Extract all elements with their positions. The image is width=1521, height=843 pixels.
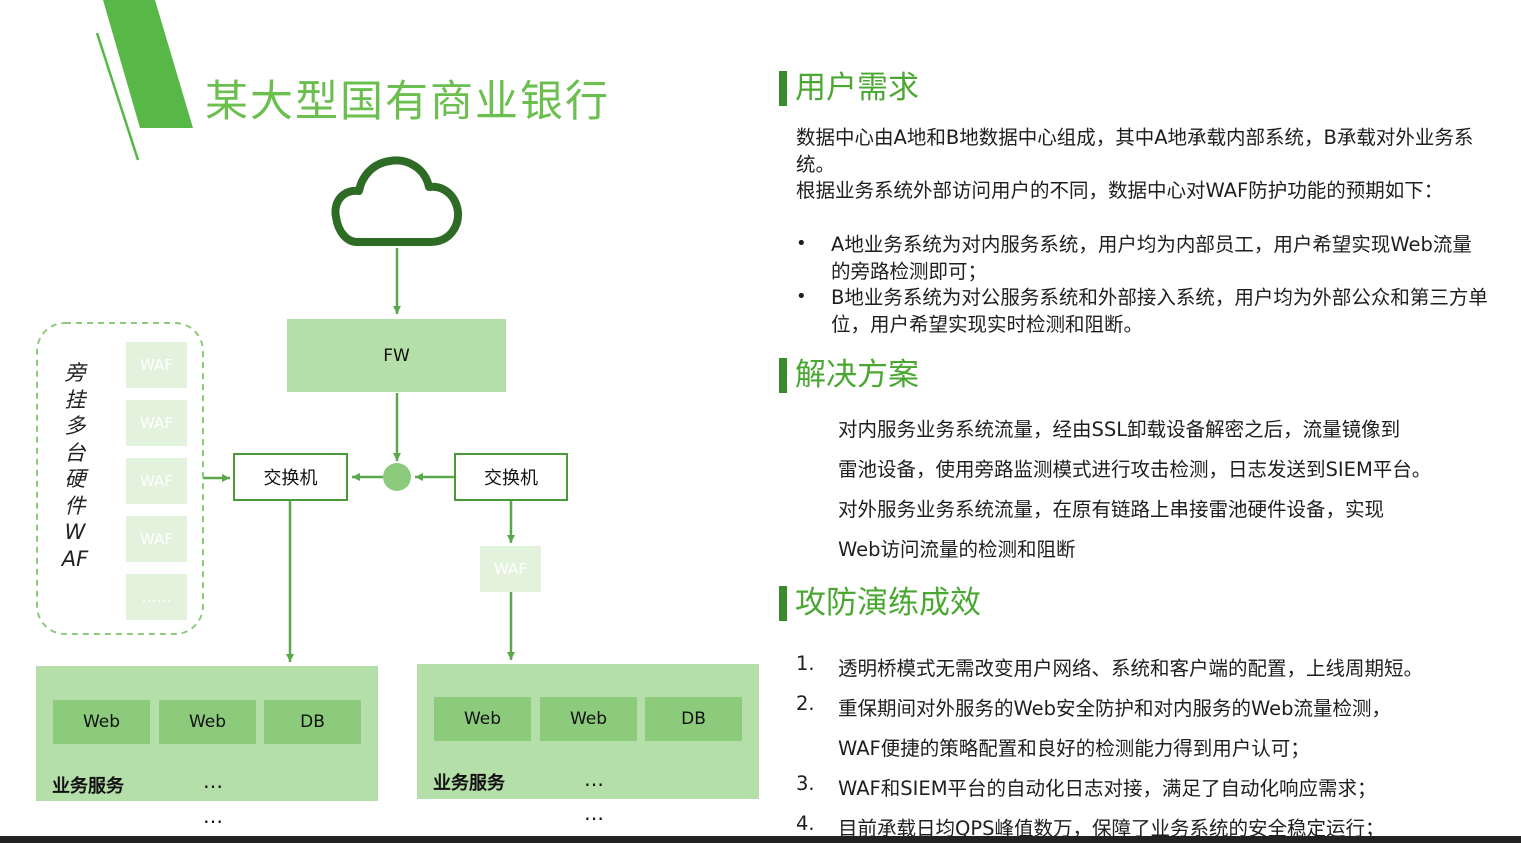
- requirements-para-1: 数据中心由A地和B地数据中心组成，其中A地承载内部系统，B承载对外业务系统。: [796, 126, 1474, 176]
- side-waf-item: WAF: [126, 458, 187, 504]
- left-db-node: DB: [264, 700, 361, 744]
- solution-line: Web访问流量的检测和阻断: [838, 538, 1076, 561]
- result-text: WAF和SIEM平台的自动化日志对接，满足了自动化响应需求；: [838, 777, 1377, 800]
- side-waf-label: 旁挂多台硬件WAF: [61, 361, 89, 571]
- result-number: 3.: [796, 772, 815, 795]
- side-waf-container: [36, 322, 204, 635]
- solution-heading: 解决方案: [795, 357, 919, 393]
- bottom-edge-strip: [0, 836, 1521, 843]
- requirements-heading-bar: [779, 71, 787, 106]
- result-text: 透明桥模式无需改变用户网络、系统和客户端的配置，上线周期短。: [838, 657, 1424, 680]
- left-service-dots: …: [203, 769, 226, 793]
- result-number: 1.: [796, 652, 815, 675]
- left-switch: 交换机: [233, 453, 348, 501]
- inline-waf: WAF: [480, 546, 541, 592]
- cloud-icon: [331, 156, 463, 246]
- solution-line: 对外服务业务系统流量，在原有链路上串接雷池硬件设备，实现: [838, 498, 1385, 521]
- solution-line: 雷池设备，使用旁路监测模式进行攻击检测，日志发送到SIEM平台。: [838, 458, 1432, 481]
- bullet-dot: •: [796, 286, 807, 307]
- right-switch: 交换机: [454, 453, 568, 501]
- right-service-label: 业务服务: [433, 773, 505, 794]
- requirements-bullet-1: A地业务系统为对内服务系统，用户均为内部员工，用户希望实现Web流量的旁路检测即…: [831, 233, 1472, 283]
- left-web-node: Web: [53, 700, 150, 744]
- results-heading-bar: [779, 586, 787, 621]
- slanted-green-line: [95, 32, 140, 161]
- result-text: 重保期间对外服务的Web安全防护和对内服务的Web流量检测，: [838, 697, 1392, 720]
- left-web-node: Web: [159, 700, 256, 744]
- solution-heading-bar: [779, 358, 787, 393]
- requirements-heading: 用户需求: [795, 70, 919, 106]
- left-service-label: 业务服务: [52, 776, 124, 797]
- solution-line: 对内服务业务系统流量，经由SSL卸载设备解密之后，流量镜像到: [838, 418, 1401, 441]
- slanted-green-bar: [103, 0, 193, 128]
- bullet-dot: •: [796, 233, 807, 254]
- result-text: 目前承载日均QPS峰值数万，保障了业务系统的安全稳定运行；: [838, 817, 1385, 840]
- page-title: 某大型国有商业银行: [205, 77, 610, 127]
- right-web-node: Web: [540, 697, 637, 741]
- right-service-dots: …: [584, 767, 607, 791]
- result-number: 2.: [796, 692, 815, 715]
- side-waf-item: WAF: [126, 400, 187, 446]
- firewall-box: FW: [287, 319, 506, 392]
- requirements-para-2: 根据业务系统外部访问用户的不同，数据中心对WAF防护功能的预期如下：: [796, 179, 1444, 202]
- result-text: WAF便捷的策略配置和良好的检测能力得到用户认可；: [838, 737, 1310, 760]
- right-db-node: DB: [645, 697, 742, 741]
- side-waf-item: WAF: [126, 516, 187, 562]
- diagram-connectors: [36, 156, 515, 662]
- requirements-bullet-2: B地业务系统为对公服务系统和外部接入系统，用户均为外部公众和第三方单位，用户希望…: [831, 286, 1488, 336]
- left-below-dots: …: [203, 804, 226, 828]
- side-waf-item: WAF: [126, 342, 187, 388]
- right-web-node: Web: [434, 697, 531, 741]
- right-below-dots: …: [584, 801, 607, 825]
- junction-node: [383, 463, 411, 491]
- side-waf-item: ……: [126, 574, 187, 620]
- result-number: 4.: [796, 812, 815, 835]
- results-heading: 攻防演练成效: [795, 585, 981, 621]
- title-decoration: [95, 0, 193, 161]
